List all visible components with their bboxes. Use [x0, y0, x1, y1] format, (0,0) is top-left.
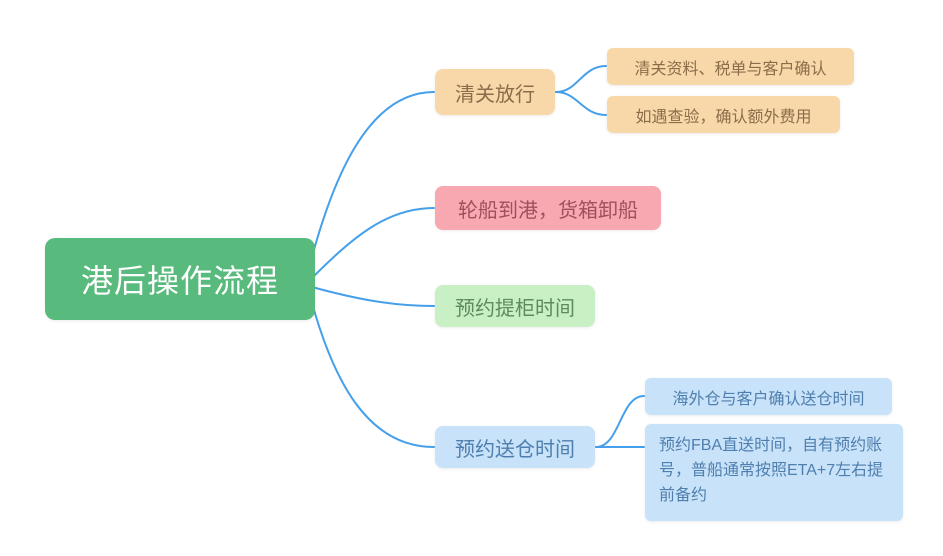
child-node-fba-appointment-details[interactable]: 预约FBA直送时间，自有预约账号，普船通常按照ETA+7左右提前备约 — [645, 424, 903, 521]
connector-customs-to-child1 — [555, 65, 607, 93]
branch-node-customs-clearance[interactable]: 清关放行 — [435, 69, 555, 115]
connector-customs-to-child2 — [555, 91, 607, 116]
child-node-overseas-warehouse-confirm[interactable]: 海外仓与客户确认送仓时间 — [645, 378, 892, 415]
child-node-customs-docs-confirm[interactable]: 清关资料、税单与客户确认 — [607, 48, 854, 85]
branch-node-container-pickup-time[interactable]: 预约提柜时间 — [435, 285, 595, 327]
child-node-inspection-extra-fees[interactable]: 如遇查验，确认额外费用 — [607, 96, 840, 133]
connector-root-to-delivery — [307, 287, 435, 448]
connector-root-to-pickup — [311, 286, 435, 307]
root-node-port-operations[interactable]: 港后操作流程 — [45, 238, 315, 320]
connector-root-to-ship — [309, 207, 435, 281]
branch-node-ship-arrival-unload[interactable]: 轮船到港，货箱卸船 — [435, 186, 661, 230]
connector-delivery-to-child1 — [595, 395, 645, 448]
branch-node-warehouse-delivery-time[interactable]: 预约送仓时间 — [435, 426, 595, 468]
connector-root-to-customs — [307, 91, 435, 273]
